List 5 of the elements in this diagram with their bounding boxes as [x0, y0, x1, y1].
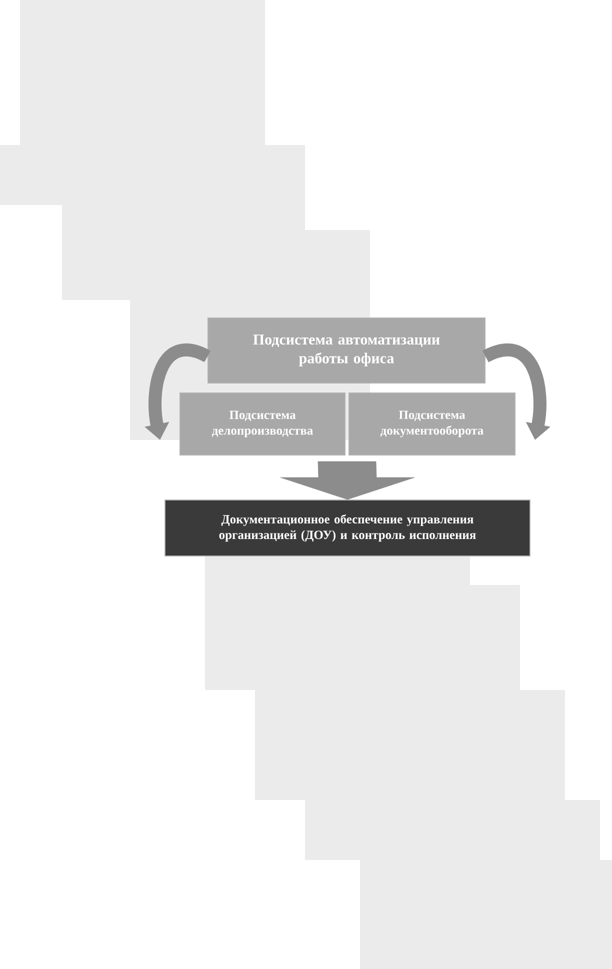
process-box: Подсистема документооборота: [348, 392, 516, 456]
process-box: Подсистема автоматизации работы офиса: [208, 318, 486, 384]
process-box: Подсистема делопроизводства: [180, 392, 346, 456]
block-arrow: [280, 461, 415, 500]
result-box: Документационное обеспечение управления организацией (ДОУ) и контроль исполнения: [164, 500, 530, 556]
